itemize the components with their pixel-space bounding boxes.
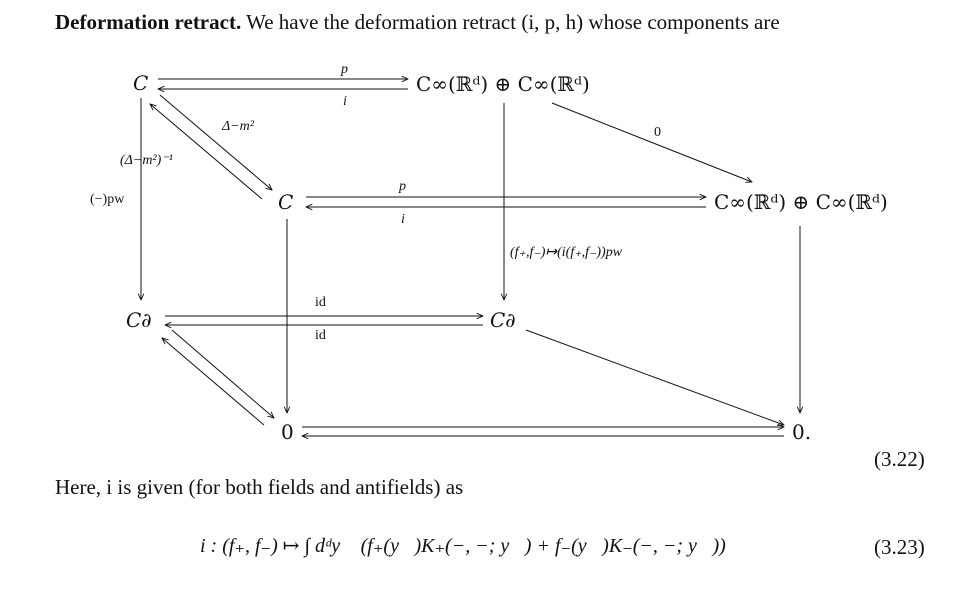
label-id-top: id — [315, 295, 326, 310]
node-cd-mid: C∂ — [490, 308, 516, 332]
arrow-inv-delta — [150, 104, 263, 200]
equation-323: i : (f₊, f₋) ↦ ∫ dᵈy⃗ (f₊(y⃗)K₊(−, −; y⃗… — [200, 535, 726, 557]
node-cd-left: C∂ — [126, 308, 152, 332]
node-cinf-top: C∞(ℝᵈ) ⊕ C∞(ℝᵈ) — [416, 72, 590, 96]
arrow-zero-diag — [551, 102, 752, 182]
label-fmap: (f₊,f₋)↦(i(f₊,f₋))pw — [510, 245, 623, 260]
node-zero-bottom: 0 — [281, 420, 294, 444]
node-c-top: C — [133, 71, 149, 95]
arrow-delta-m2 — [159, 94, 272, 190]
node-c-mid: C — [278, 190, 294, 214]
label-delta-m2: Δ−m² — [222, 119, 254, 134]
arrow-cd-zero-a — [171, 329, 274, 418]
here-text: Here, i is given (for both fields and an… — [55, 475, 464, 499]
eq-323-number: (3.23) — [874, 535, 925, 559]
arrow-cd-zero-b — [162, 338, 265, 426]
label-zero-diag: 0 — [654, 125, 661, 140]
section-heading: Deformation retract. We have the deforma… — [55, 12, 780, 33]
arrow-cdmid-zero — [525, 329, 784, 425]
label-p-top: p — [341, 62, 348, 77]
label-i-mid: i — [401, 212, 405, 227]
heading-bold: Deformation retract. — [55, 10, 242, 34]
node-cinf-right: C∞(ℝᵈ) ⊕ C∞(ℝᵈ) — [714, 190, 888, 214]
label-inv-delta: (Δ−m²)⁻¹ — [120, 153, 173, 168]
label-pw-left: (−)pw — [90, 192, 125, 207]
label-id-bottom: id — [315, 328, 326, 343]
node-zero-right: 0. — [792, 420, 812, 444]
label-p-mid: p — [399, 179, 406, 194]
label-i-top: i — [343, 94, 347, 109]
eq-322-number: (3.22) — [874, 447, 925, 471]
heading-rest: We have the deformation retract (i, p, h… — [246, 10, 780, 34]
